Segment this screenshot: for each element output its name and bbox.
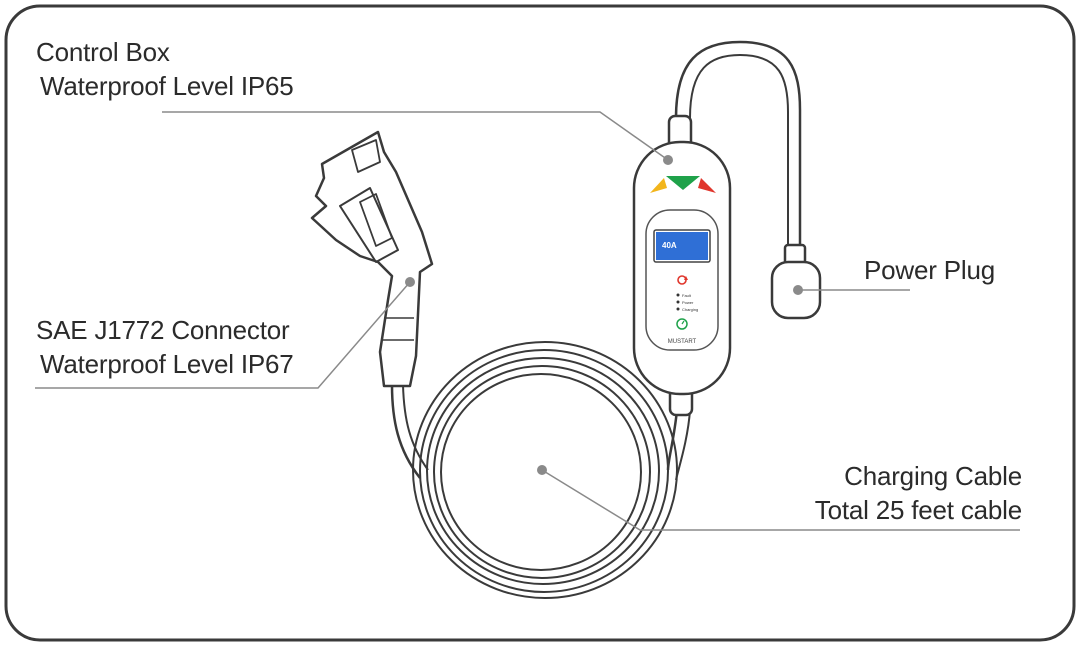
right-arrow: [698, 178, 716, 193]
dot-connector: [405, 277, 415, 287]
cable-label-line1: Charging Cable: [844, 461, 1022, 491]
plug-cable-inner: [689, 53, 789, 250]
leader-cable: [541, 469, 1020, 531]
leader-dots: [405, 155, 803, 475]
lcd-screen: [656, 232, 708, 260]
dot-power-plug: [793, 285, 803, 295]
power-plug: [770, 243, 822, 320]
plug-cable: [674, 40, 802, 250]
refresh-icon: [677, 275, 688, 285]
leader-lines: [35, 111, 1020, 531]
power-plug-label: Power Plug: [864, 255, 995, 285]
indicator-charging: Charging: [682, 307, 698, 312]
center-arrow: [666, 176, 700, 190]
cable-from-connector-2: [402, 384, 429, 471]
control-box-label-line1: Control Box: [36, 37, 170, 67]
coiled-cable: [412, 341, 678, 599]
j1772-connector: [310, 130, 434, 388]
control-box-label-line2: Waterproof Level IP65: [40, 71, 294, 101]
cable-label-line2: Total 25 feet cable: [814, 495, 1022, 525]
indicator-fault: Fault: [682, 293, 692, 298]
left-arrow: [650, 178, 667, 193]
leader-control-box: [162, 111, 669, 161]
frame: [4, 4, 1076, 642]
dot-control-box: [663, 155, 673, 165]
cable-to-coil: [666, 409, 679, 471]
cable-to-coil-2: [675, 409, 691, 481]
indicator-power: Power: [682, 300, 694, 305]
lcd-current: 40A: [662, 241, 677, 250]
timer-icon: [676, 318, 688, 330]
brand-logo: MUSTART: [668, 339, 697, 345]
cable-from-connector: [390, 384, 421, 479]
connector-label-line2: Waterproof Level IP67: [40, 349, 294, 379]
control-box: 40A Fault Power Charging MUSTART: [632, 114, 732, 417]
dot-cable: [537, 465, 547, 475]
leader-connector: [35, 281, 411, 389]
connector-label-line1: SAE J1772 Connector: [36, 315, 290, 345]
